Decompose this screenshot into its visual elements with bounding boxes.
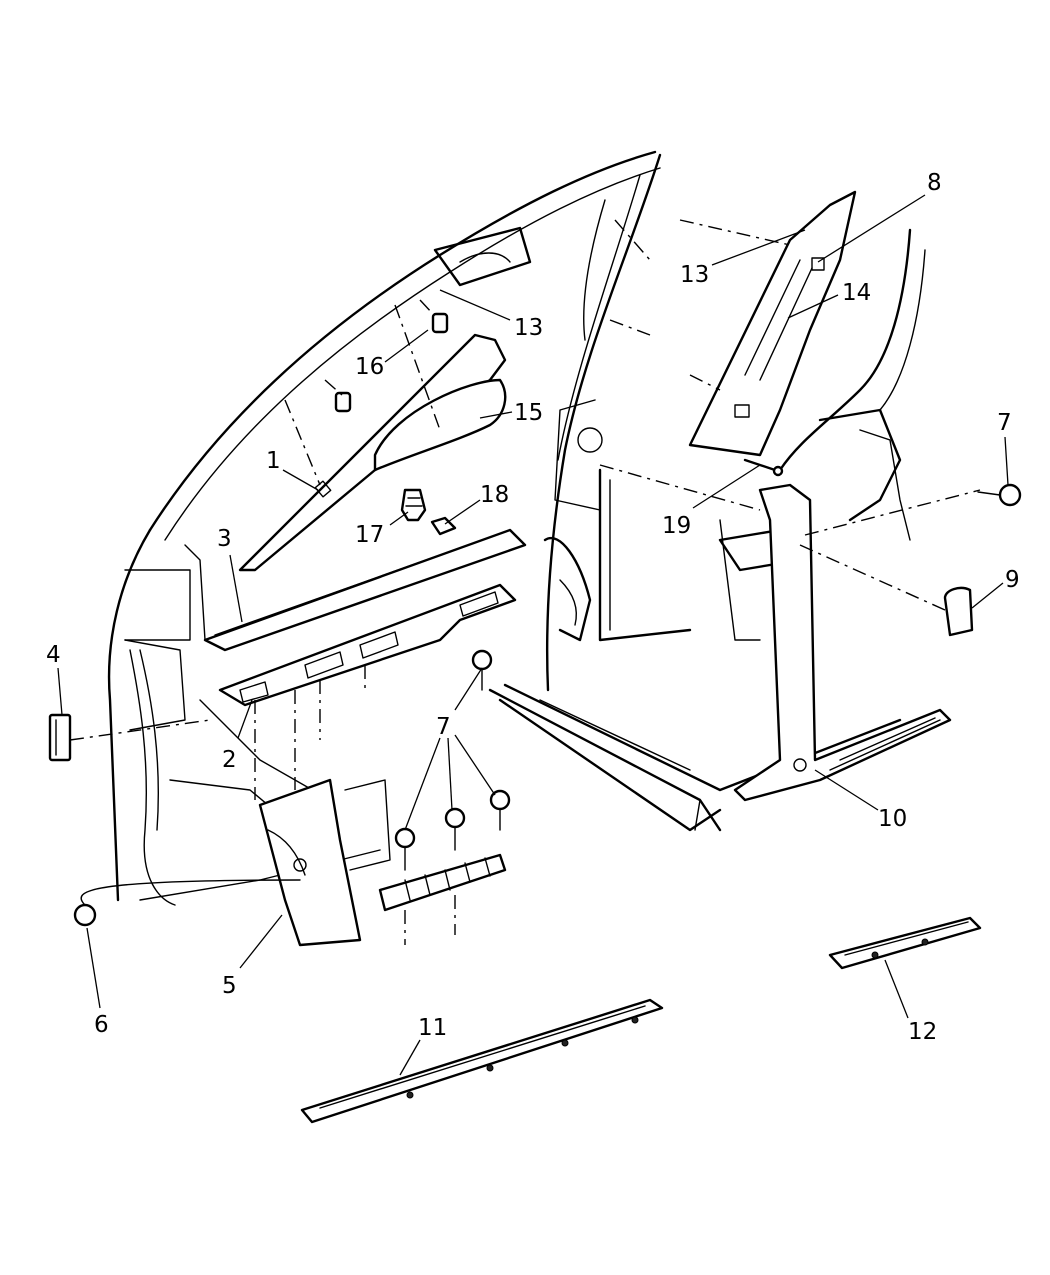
callout-8: 8	[927, 170, 942, 196]
callouts: 1 2 3 4 5 6 7 7 8 9 10 11 12 13 13 14 15…	[46, 170, 1020, 1045]
callout-13-right: 13	[680, 262, 709, 288]
screw	[489, 789, 511, 831]
callout-15: 15	[514, 400, 543, 426]
trim-clips	[334, 312, 449, 413]
callout-2: 2	[222, 747, 237, 773]
callout-4: 4	[46, 642, 61, 668]
callout-9: 9	[1005, 567, 1020, 593]
callout-3: 3	[217, 526, 232, 552]
callout-5: 5	[222, 973, 237, 999]
callout-14: 14	[842, 280, 871, 306]
callout-7-left: 7	[436, 714, 451, 740]
wire-clip	[48, 713, 72, 762]
lower-trim-bracket	[378, 853, 507, 912]
callout-11: 11	[418, 1015, 447, 1041]
pillar-screw	[743, 458, 784, 477]
push-pin-fastener	[400, 488, 427, 522]
sill-molding-short	[828, 916, 982, 970]
callout-6: 6	[94, 1012, 109, 1038]
cowl-side-trim	[258, 778, 391, 947]
callout-13-left: 13	[514, 315, 543, 341]
callout-18: 18	[480, 482, 509, 508]
sill-molding-long	[300, 998, 664, 1124]
screw	[444, 807, 466, 851]
callout-1: 1	[266, 448, 281, 474]
callout-16: 16	[355, 354, 384, 380]
callout-7-right: 7	[997, 410, 1012, 436]
sill-plate	[203, 528, 527, 652]
screw	[977, 483, 1022, 507]
callout-12: 12	[908, 1019, 937, 1045]
screws	[394, 483, 1022, 871]
screw	[394, 827, 416, 871]
b-pillar-trim	[688, 190, 857, 457]
scuff-plate	[218, 583, 517, 707]
screw	[471, 649, 493, 691]
callout-17: 17	[355, 522, 384, 548]
assembly-lines	[69, 219, 981, 945]
push-button	[73, 879, 301, 927]
grab-handle	[373, 378, 507, 472]
quarter-trim-lower	[733, 483, 952, 802]
leader-lines	[57, 194, 1009, 1076]
retainer-clip	[430, 516, 457, 536]
seat-belt-cap	[943, 586, 974, 637]
callout-10: 10	[878, 806, 907, 832]
callout-19: 19	[662, 513, 691, 539]
